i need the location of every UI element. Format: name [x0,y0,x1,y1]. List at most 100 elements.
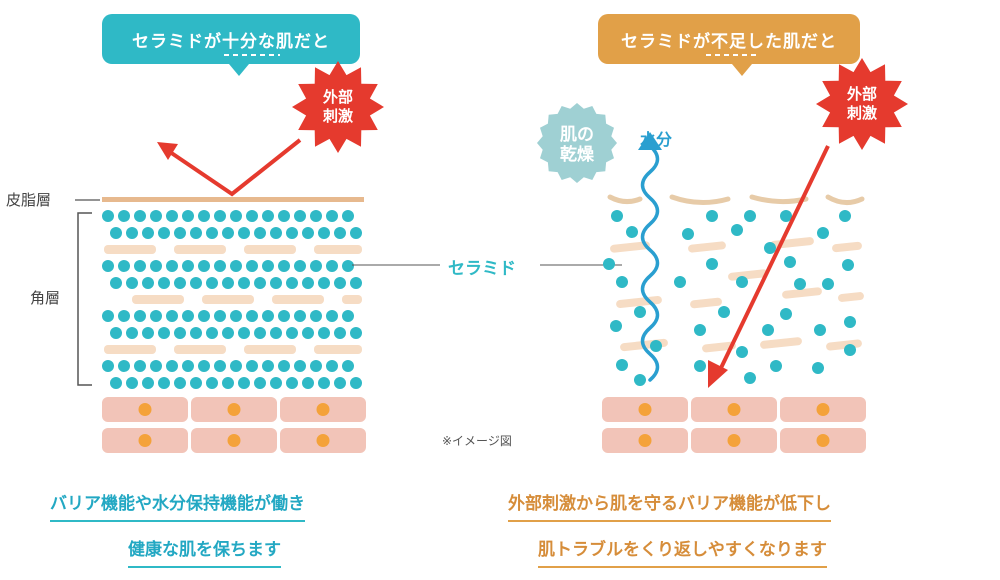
ceramide-dot [817,227,829,239]
sebum-layer-label: 皮脂層 [6,191,52,209]
ceramide-dot [198,210,210,222]
ceramide-dot [190,327,202,339]
scattered-lipid [832,241,862,253]
ceramide-dot [780,308,792,320]
ceramide-dot [694,360,706,372]
ceramide-dot [190,377,202,389]
ceramide-dot [174,377,186,389]
ceramide-dot [318,227,330,239]
ceramide-dot [246,260,258,272]
ceramide-dot [142,377,154,389]
left-bubble-text: セラミドが十分な肌だと [132,31,330,52]
scattered-lipid [610,241,650,253]
ceramide-dot [262,310,274,322]
dryness-badge [537,103,617,183]
broken-sebum-piece [607,194,643,205]
right-burst-text: 外部刺激 [846,85,878,122]
ceramide-dot [182,310,194,322]
ceramide-dot [182,360,194,372]
ceramide-dot [342,360,354,372]
ceramide-dot [102,260,114,272]
ceramide-dot [230,210,242,222]
left-caption-line1: バリア機能や水分保持機能が働き [50,489,305,522]
ceramide-dot [310,360,322,372]
ceramide-dot [270,327,282,339]
ceramide-dot [270,227,282,239]
water-evaporation-arrow [640,144,660,382]
ceramide-dot [294,260,306,272]
left-lipid [202,295,254,304]
scattered-lipid [688,241,726,253]
ceramide-dot [302,327,314,339]
water-arrow-head [638,132,662,150]
ceramide-dot [134,310,146,322]
ceramide-dot [158,327,170,339]
right-cell-nucleus [816,403,830,416]
ceramide-dot [634,374,646,386]
ceramide-dot [222,377,234,389]
ceramide-dot [254,277,266,289]
left-cell-nucleus [316,434,330,447]
image-note: ※イメージ図 [442,434,512,448]
ceramide-dot [198,360,210,372]
ceramide-dot [238,227,250,239]
ceramide-dot [190,227,202,239]
ceramide-dot [731,224,743,236]
ceramide-dot [616,359,628,371]
ceramide-dot [294,310,306,322]
ceramide-dot [350,377,362,389]
broken-sebum-piece [669,194,731,205]
left-lipid [132,295,184,304]
ceramide-dot [110,227,122,239]
ceramide-dot [134,210,146,222]
left-lipid [272,295,324,304]
deflected-stimulus-arrow [168,138,302,197]
left-lipid [314,345,362,354]
ceramide-dot [150,310,162,322]
water-label: 水分 [640,130,673,149]
ceramide-dot [102,360,114,372]
ceramide-dot [744,372,756,384]
ceramide-dot [334,227,346,239]
ceramide-dot [350,227,362,239]
left-bubble: セラミドが十分な肌だと [102,14,360,76]
ceramide-dot [118,260,130,272]
right-bubble: セラミドが不足した肌だと [598,14,860,76]
ceramide-dot [214,310,226,322]
ceramide-dot [350,277,362,289]
right-cell-nucleus [638,403,652,416]
ceramide-dot [326,310,338,322]
scattered-lipid [760,337,802,349]
ceramide-dot [142,277,154,289]
ceramide-dot [198,260,210,272]
ceramide-dot [206,377,218,389]
broken-sebum-piece [749,194,809,205]
ceramide-dot [102,310,114,322]
left-lipid [104,345,156,354]
ceramide-dot [718,306,730,318]
ceramide-dot [150,210,162,222]
ceramide-dot [230,360,242,372]
ceramide-dot [822,278,834,290]
ceramide-dot [842,259,854,271]
ceramide-dot [126,377,138,389]
right-cell-nucleus [727,434,741,447]
ceramide-dot [230,310,242,322]
left-lipid [314,245,362,254]
ceramide-dot [278,360,290,372]
scattered-lipid [702,341,736,353]
ceramide-dot [278,210,290,222]
left-cell-nucleus [138,434,152,447]
stratum-bracket [77,212,92,386]
ceramide-dot [174,227,186,239]
penetrating-stimulus-arrow [718,145,830,371]
ceramide-dot [764,242,776,254]
ceramide-dot [611,210,623,222]
ceramide-dot [166,310,178,322]
ceramide-dot [206,227,218,239]
ceramide-dot [318,327,330,339]
left-cell-nucleus [227,434,241,447]
ceramide-dot [286,227,298,239]
left-lipid [244,345,296,354]
